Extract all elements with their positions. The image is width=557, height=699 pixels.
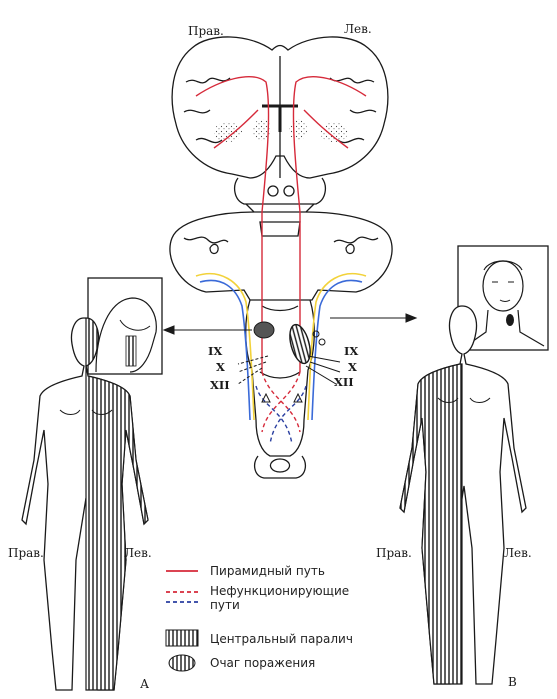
body-figure-a [21,317,149,691]
legend-lesion-swatch [168,654,196,672]
nerve-x-right: X [348,360,357,374]
nonfunctional-pathways [255,371,307,445]
lesion-focus [289,323,311,365]
nerve-xii-right: XII [334,375,354,389]
nerve-x-left: X [216,360,225,374]
tongue-inset-left [87,277,163,375]
legend-nonfunctional-label-1: Нефункционирующие [210,584,350,598]
legend-paralysis-label: Центральный паралич [210,632,353,646]
brain-cross-section [169,36,393,479]
legend-paralysis-swatch [165,629,199,647]
legend-pyramidal-label: Пирамидный путь [210,564,325,578]
left-nucleus [253,321,275,339]
nerve-xii-left: XII [210,378,230,392]
nerve-ix-left: IX [208,344,223,358]
panel-a-label: А [140,677,150,691]
figure-b-right-label: Прав. [376,546,412,560]
body-a-paralysis [85,317,149,691]
body-figure-b [399,305,527,685]
nerve-ix-right: IX [344,344,359,358]
lesion-fibers [305,355,341,385]
brain-right-label: Прав. [188,24,224,38]
panel-b-label: В [508,675,517,689]
figure-b-left-label: Лев. [504,546,532,560]
figure-a-right-label: Прав. [8,546,44,560]
figure-a-left-label: Лев. [124,546,152,560]
sensory-tracts [195,272,367,421]
legend [165,570,199,672]
legend-nonfunctional-label-2: пути [210,598,240,612]
brain-left-label: Лев. [344,22,372,36]
body-b-outline [399,305,527,685]
connector-arrows [162,313,418,335]
legend-lesion-label: Очаг поражения [210,656,316,670]
body-b-paralysis [399,363,463,685]
medulla-nuclei [237,321,341,403]
pyramidal-tracts [195,76,367,372]
